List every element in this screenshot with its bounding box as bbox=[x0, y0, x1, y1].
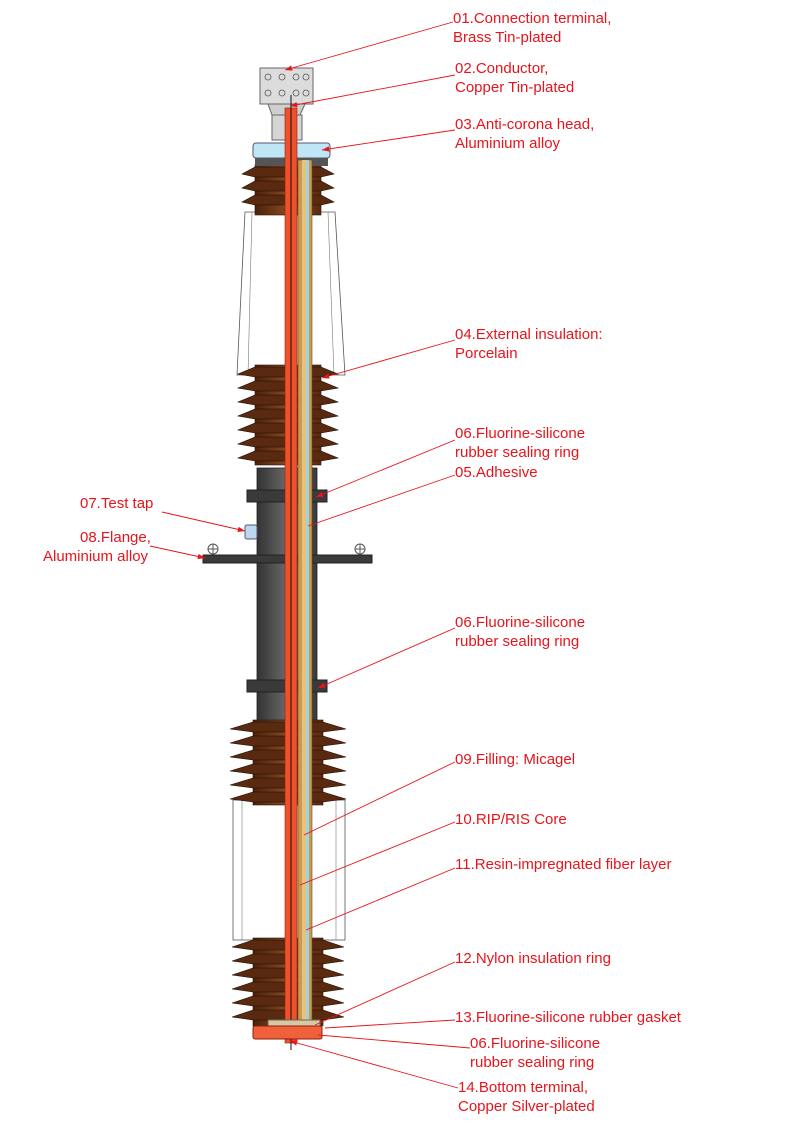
label-line: 07.Test tap bbox=[80, 495, 154, 512]
label-line: 12.Nylon insulation ring bbox=[455, 950, 611, 967]
label-conductor: 02.Conductor, Copper Tin-plated bbox=[455, 59, 574, 97]
bolt-hole-icon bbox=[292, 73, 300, 81]
label-sealing-ring-upper: 06.Fluorine-silicone rubber sealing ring bbox=[455, 424, 585, 462]
label-resin-fiber-layer: 11.Resin-impregnated fiber layer bbox=[455, 855, 672, 874]
label-line: 02.Conductor, bbox=[455, 60, 549, 77]
label-nylon-ring: 12.Nylon insulation ring bbox=[455, 949, 611, 968]
label-line: 14.Bottom terminal, bbox=[458, 1079, 589, 1096]
label-sealing-ring-middle: 06.Fluorine-silicone rubber sealing ring bbox=[455, 613, 585, 651]
nylon-ring bbox=[267, 1019, 321, 1027]
label-anti-corona-head: 03.Anti-corona head, Aluminium alloy bbox=[455, 115, 594, 153]
label-line: 04.External insulation: bbox=[455, 326, 603, 343]
label-filling: 09.Filling: Micagel bbox=[455, 750, 575, 769]
bolt-hole-icon bbox=[292, 89, 300, 97]
label-line: rubber sealing ring bbox=[470, 1054, 595, 1071]
label-line: Aluminium alloy bbox=[43, 548, 149, 565]
label-flange: 08.Flange, Aluminium alloy bbox=[43, 528, 151, 566]
bolt-hole-icon bbox=[302, 89, 310, 97]
bolt-icon bbox=[354, 543, 366, 555]
label-line: 09.Filling: Micagel bbox=[455, 751, 576, 768]
label-line: rubber sealing ring bbox=[455, 633, 580, 650]
label-external-insulation: 04.External insulation: Porcelain bbox=[455, 325, 603, 363]
label-sealing-ring-bottom: 06.Fluorine-silicone rubber sealing ring bbox=[470, 1034, 600, 1072]
label-line: Brass Tin-plated bbox=[453, 29, 562, 46]
label-rip-core: 10.RIP/RIS Core bbox=[455, 810, 567, 829]
leader-lines bbox=[149, 21, 471, 1089]
label-line: 06.Fluorine-silicone bbox=[470, 1035, 601, 1052]
label-line: Porcelain bbox=[455, 345, 518, 362]
bottom-terminal bbox=[252, 1025, 323, 1040]
bolt-hole-icon bbox=[278, 89, 286, 97]
label-line: 06.Fluorine-silicone bbox=[455, 614, 586, 631]
bolt-hole-icon bbox=[278, 73, 286, 81]
test-tap bbox=[244, 524, 258, 540]
label-line: Aluminium alloy bbox=[455, 135, 561, 152]
label-line: 11.Resin-impregnated fiber layer bbox=[455, 856, 672, 873]
bolt-icon bbox=[207, 543, 219, 555]
label-line: 06.Fluorine-silicone bbox=[455, 425, 586, 442]
rip-core bbox=[302, 160, 306, 1030]
label-test-tap: 07.Test tap bbox=[80, 494, 153, 513]
terminal-holes bbox=[264, 73, 310, 97]
micagel-filling bbox=[306, 160, 309, 1030]
bolt-hole-icon bbox=[264, 73, 272, 81]
label-line: 13.Fluorine-silicone rubber gasket bbox=[455, 1009, 681, 1026]
label-line: 05.Adhesive bbox=[455, 464, 538, 481]
bolt-hole-icon bbox=[264, 89, 272, 97]
bolt-hole-icon bbox=[302, 73, 310, 81]
label-line: 01.Connection terminal, bbox=[453, 10, 612, 27]
label-line: 08.Flange, bbox=[80, 529, 151, 546]
label-gasket: 13.Fluorine-silicone rubber gasket bbox=[455, 1008, 681, 1027]
label-line: Copper Tin-plated bbox=[455, 79, 575, 96]
connection-terminal bbox=[259, 67, 314, 105]
label-line: rubber sealing ring bbox=[455, 444, 580, 461]
label-line: 10.RIP/RIS Core bbox=[455, 811, 567, 828]
label-connection-terminal: 01.Connection terminal, Brass Tin-plated bbox=[453, 9, 611, 47]
label-bottom-terminal: 14.Bottom terminal, Copper Silver-plated bbox=[458, 1078, 595, 1116]
label-adhesive: 05.Adhesive bbox=[455, 463, 538, 482]
label-line: Copper Silver-plated bbox=[458, 1098, 595, 1115]
label-line: 03.Anti-corona head, bbox=[455, 116, 595, 133]
